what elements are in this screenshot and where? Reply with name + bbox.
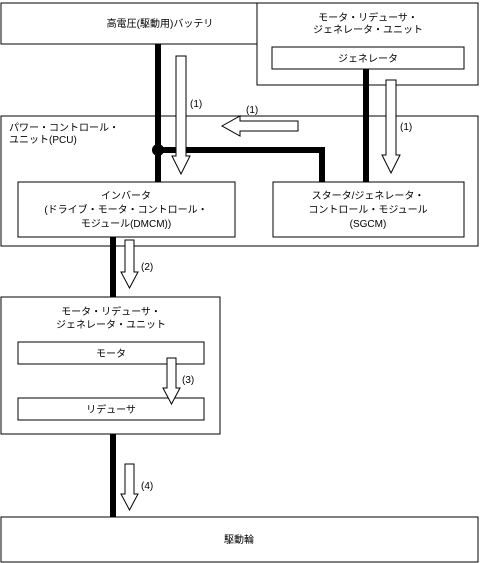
flow-arrow-inverter-to-mrg bbox=[120, 239, 139, 290]
pcu-label-line1: パワー・コントロール・ bbox=[9, 122, 119, 134]
inverter-label-line3: モジュール(DMCM)) bbox=[81, 219, 171, 230]
flow-arrow-motor-to-reducer bbox=[162, 357, 181, 406]
inverter-label-line1: インバータ bbox=[101, 190, 151, 202]
flow-arrow-battery-to-inverter bbox=[171, 55, 191, 176]
mrg-unit-top-label-line1: モータ・リデューサ・ bbox=[318, 11, 418, 24]
wire-junction-dot bbox=[152, 144, 164, 156]
generator-label: ジェネレータ bbox=[338, 53, 398, 65]
flow-arrow-sgcm-to-pcu bbox=[220, 115, 299, 137]
junction-sgcm-wire bbox=[158, 147, 325, 182]
flow-label-motor-to-reducer: (3) bbox=[182, 375, 194, 386]
sgcm-box bbox=[272, 181, 465, 238]
drive-wheel-box bbox=[0, 516, 479, 563]
sgcm-label-line3: (SGCM) bbox=[350, 219, 387, 230]
mrg-unit-top-label-line2: ジェネレータ・ユニット bbox=[313, 24, 423, 36]
sgcm-label-line1: スタータ/ジェネレータ・ bbox=[312, 190, 425, 202]
flow-label-battery-to-inverter: (1) bbox=[190, 99, 202, 110]
flow-arrow-generator-to-sgcm bbox=[381, 79, 401, 175]
inverter-box bbox=[17, 181, 236, 238]
mrg-unit-bottom-label-line1: モータ・リデューサ・ bbox=[61, 305, 161, 318]
flow-label-sgcm-to-pcu: (1) bbox=[246, 105, 258, 116]
flow-label-generator-to-sgcm: (1) bbox=[400, 122, 412, 133]
inverter-label-line2: (ドライブ・モータ・コントロール・ bbox=[44, 203, 207, 216]
mrg-unit-bottom-label-line2: ジェネレータ・ユニット bbox=[56, 319, 166, 331]
reducer-label: リデューサ bbox=[86, 403, 136, 416]
pcu-label-line2: ユニット(PCU) bbox=[9, 135, 77, 146]
flow-arrow-mrg-to-wheel bbox=[120, 463, 139, 512]
flow-label-inverter-to-mrg: (2) bbox=[141, 262, 153, 273]
battery-label: 高電圧(駆動用)バッテリ bbox=[107, 17, 214, 30]
reducer-box bbox=[17, 397, 205, 421]
motor-box bbox=[17, 341, 205, 365]
flow-label-mrg-to-wheel: (4) bbox=[141, 481, 153, 492]
motor-label: モータ bbox=[96, 348, 126, 360]
sgcm-label-line2: コントロール・モジュール bbox=[308, 205, 427, 216]
drive-wheel-label: 駆動輪 bbox=[224, 533, 254, 546]
